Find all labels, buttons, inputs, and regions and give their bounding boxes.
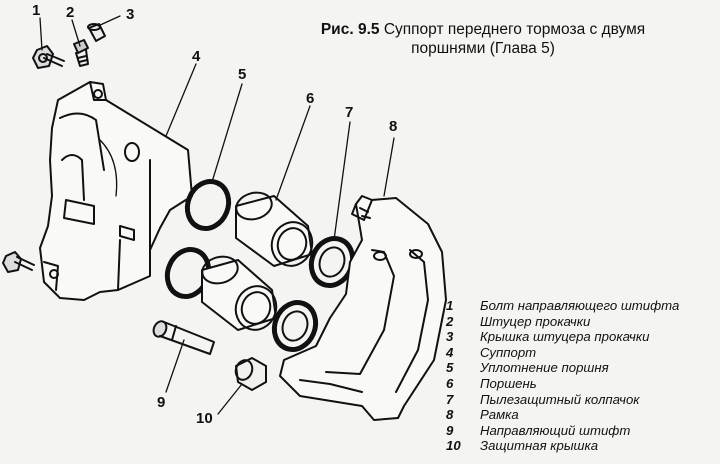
legend-row: 8 Рамка — [440, 407, 720, 423]
caliper-body — [39, 81, 193, 301]
bleed-nipple — [73, 39, 89, 67]
figure-caption: Рис. 9.5 Суппорт переднего тормоза с дву… — [268, 20, 698, 58]
legend-text: Болт направляющего штифта — [480, 298, 680, 313]
callout-9: 9 — [157, 394, 166, 411]
callout-6: 6 — [306, 90, 315, 107]
guide-pin-bolt-bottom — [2, 251, 35, 273]
legend-num: 8 — [446, 407, 454, 423]
caption-line-1: Рис. 9.5 Суппорт переднего тормоза с дву… — [268, 20, 698, 39]
legend-text: Уплотнение поршня — [480, 360, 609, 376]
legend-num: 4 — [446, 344, 454, 360]
legend-row: 1 Болт направляющего штифта — [440, 298, 720, 314]
legend-text: Пылезащитный колпачок — [480, 391, 640, 407]
legend-num: 6 — [446, 375, 454, 391]
guide-pin-bolt-top — [32, 45, 65, 69]
legend-text: Крышка штуцера прокачки — [480, 329, 650, 345]
callout-8: 8 — [389, 118, 398, 135]
legend-row: 10 Защитная крышка — [440, 438, 720, 454]
carrier-bracket — [279, 195, 447, 421]
callout-7: 7 — [345, 104, 354, 121]
legend-num: 2 — [446, 313, 454, 329]
bleed-cap — [87, 23, 106, 42]
callout-3: 3 — [126, 6, 135, 23]
legend-text: Суппорт — [480, 344, 537, 360]
callout-4: 4 — [192, 48, 201, 65]
legend-text: Штуцер прокачки — [480, 313, 591, 329]
legend-row: 2 Штуцер прокачки — [440, 314, 720, 330]
leader-lines — [39, 15, 395, 415]
piston-seal-upper — [184, 179, 232, 231]
legend-row: 9 Направляющий штифт — [440, 423, 720, 439]
legend-num: 9 — [446, 422, 454, 438]
legend-text: Рамка — [480, 407, 519, 423]
protective-cover — [234, 357, 267, 391]
legend-text: Защитная крышка — [480, 438, 599, 454]
piston-upper — [235, 191, 314, 267]
caption-title-2: поршнями (Глава 5) — [411, 40, 555, 57]
dust-cap-lower — [271, 300, 319, 352]
figure-number: Рис. 9.5 — [320, 21, 380, 38]
legend-num: 1 — [446, 298, 454, 313]
legend-row: 6 Поршень — [440, 376, 720, 392]
legend-text: Направляющий штифт — [480, 422, 631, 438]
caption-title-1: Суппорт переднего тормоза с двумя — [383, 21, 646, 38]
legend-num: 3 — [446, 329, 454, 345]
parts-legend: 1 Болт направляющего штифта 2 Штуцер прока… — [440, 298, 720, 454]
guide-pin — [152, 320, 215, 355]
piston-lower — [201, 255, 278, 331]
callout-5: 5 — [238, 66, 247, 83]
legend-row: 5 Уплотнение поршня — [440, 360, 720, 376]
callout-10: 10 — [196, 410, 213, 427]
legend-num: 5 — [446, 360, 454, 376]
legend-num: 10 — [446, 438, 461, 454]
callout-1: 1 — [32, 2, 41, 19]
legend-row: 3 Крышка штуцера прокачки — [440, 329, 720, 345]
legend-row: 4 Суппорт — [440, 345, 720, 361]
callout-2: 2 — [66, 4, 75, 21]
legend-row: 7 Пылезащитный колпачок — [440, 392, 720, 408]
legend-num: 7 — [446, 391, 454, 407]
legend-text: Поршень — [480, 375, 537, 391]
